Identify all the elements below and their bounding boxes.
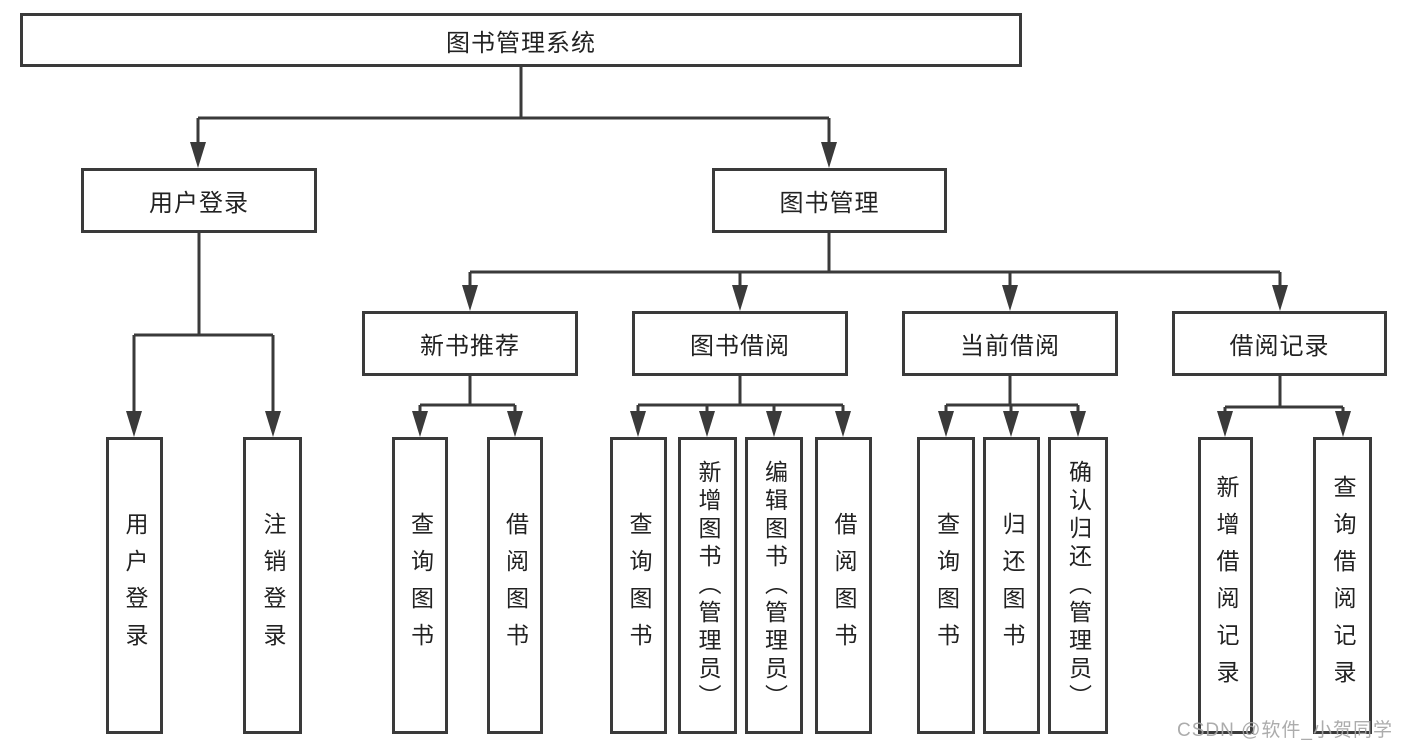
- node-user-login-label: 用户登录: [149, 190, 249, 217]
- node-book-management-label: 图书管理: [779, 190, 880, 217]
- node-leaf-confirm-return-admin: 确认归还（管理员）: [1048, 437, 1108, 734]
- arrow-down-icon: [732, 285, 748, 311]
- node-leaf-query-book-current-label: 查询图书: [933, 511, 960, 660]
- node-leaf-query-book-recommend: 查询图书: [392, 437, 448, 734]
- arrow-down-icon: [1217, 411, 1233, 437]
- arrow-down-icon: [821, 142, 837, 168]
- node-new-book-recommend: 新书推荐: [362, 311, 578, 376]
- arrow-down-icon: [766, 411, 782, 437]
- node-user-login: 用户登录: [81, 168, 317, 233]
- node-new-book-recommend-label: 新书推荐: [420, 333, 520, 360]
- arrow-down-icon: [1272, 285, 1288, 311]
- node-leaf-query-book-current: 查询图书: [917, 437, 975, 734]
- node-leaf-logout-label: 注销登录: [260, 511, 286, 660]
- node-leaf-confirm-return-admin-label: 确认归还（管理员）: [1065, 459, 1092, 712]
- node-book-borrow-label: 图书借阅: [690, 333, 790, 360]
- arrow-down-icon: [1003, 411, 1019, 437]
- arrow-down-icon: [507, 411, 523, 437]
- node-leaf-add-borrow-record-label: 新增借阅记录: [1213, 474, 1239, 697]
- node-leaf-return-book-label: 归还图书: [999, 511, 1025, 660]
- arrow-down-icon: [1070, 411, 1086, 437]
- node-current-borrow-label: 当前借阅: [960, 333, 1060, 360]
- node-root-label: 图书管理系统: [446, 29, 596, 57]
- node-leaf-query-borrow-record-label: 查询借阅记录: [1330, 474, 1356, 697]
- arrow-down-icon: [835, 411, 851, 437]
- arrow-down-icon: [1002, 285, 1018, 311]
- node-leaf-query-book-borrow: 查询图书: [610, 437, 667, 734]
- arrow-down-icon: [462, 285, 478, 311]
- arrow-down-icon: [126, 411, 142, 437]
- node-leaf-add-book-admin: 新增图书（管理员）: [678, 437, 737, 734]
- node-leaf-query-borrow-record: 查询借阅记录: [1313, 437, 1372, 734]
- arrow-down-icon: [938, 411, 954, 437]
- arrow-down-icon: [699, 411, 715, 437]
- arrow-down-icon: [412, 411, 428, 437]
- arrow-down-icon: [265, 411, 281, 437]
- watermark: CSDN @软件_小贺同学: [1177, 720, 1393, 741]
- arrowhead-icons: [126, 142, 1351, 437]
- node-leaf-borrow-book-recommend-label: 借阅图书: [502, 511, 529, 660]
- node-leaf-borrow-book: 借阅图书: [815, 437, 872, 734]
- node-leaf-logout: 注销登录: [243, 437, 302, 734]
- node-leaf-user-login: 用户登录: [106, 437, 163, 734]
- node-borrow-records: 借阅记录: [1172, 311, 1387, 376]
- node-leaf-add-borrow-record: 新增借阅记录: [1198, 437, 1253, 734]
- node-leaf-borrow-book-label: 借阅图书: [831, 511, 857, 660]
- node-leaf-user-login-label: 用户登录: [122, 511, 148, 660]
- arrow-down-icon: [630, 411, 646, 437]
- node-leaf-query-book-recommend-label: 查询图书: [407, 511, 434, 660]
- node-leaf-add-book-admin-label: 新增图书（管理员）: [695, 459, 721, 712]
- node-borrow-records-label: 借阅记录: [1229, 333, 1330, 360]
- node-leaf-borrow-book-recommend: 借阅图书: [487, 437, 543, 734]
- connector-lines: [132, 67, 1345, 415]
- node-current-borrow: 当前借阅: [902, 311, 1118, 376]
- node-book-management: 图书管理: [712, 168, 947, 233]
- node-root: 图书管理系统: [20, 13, 1022, 67]
- node-leaf-edit-book-admin: 编辑图书（管理员）: [745, 437, 803, 734]
- arrow-down-icon: [1335, 411, 1351, 437]
- node-leaf-query-book-borrow-label: 查询图书: [626, 511, 652, 660]
- node-book-borrow: 图书借阅: [632, 311, 848, 376]
- node-leaf-return-book: 归还图书: [983, 437, 1040, 734]
- node-leaf-edit-book-admin-label: 编辑图书（管理员）: [761, 459, 788, 712]
- arrow-down-icon: [190, 142, 206, 168]
